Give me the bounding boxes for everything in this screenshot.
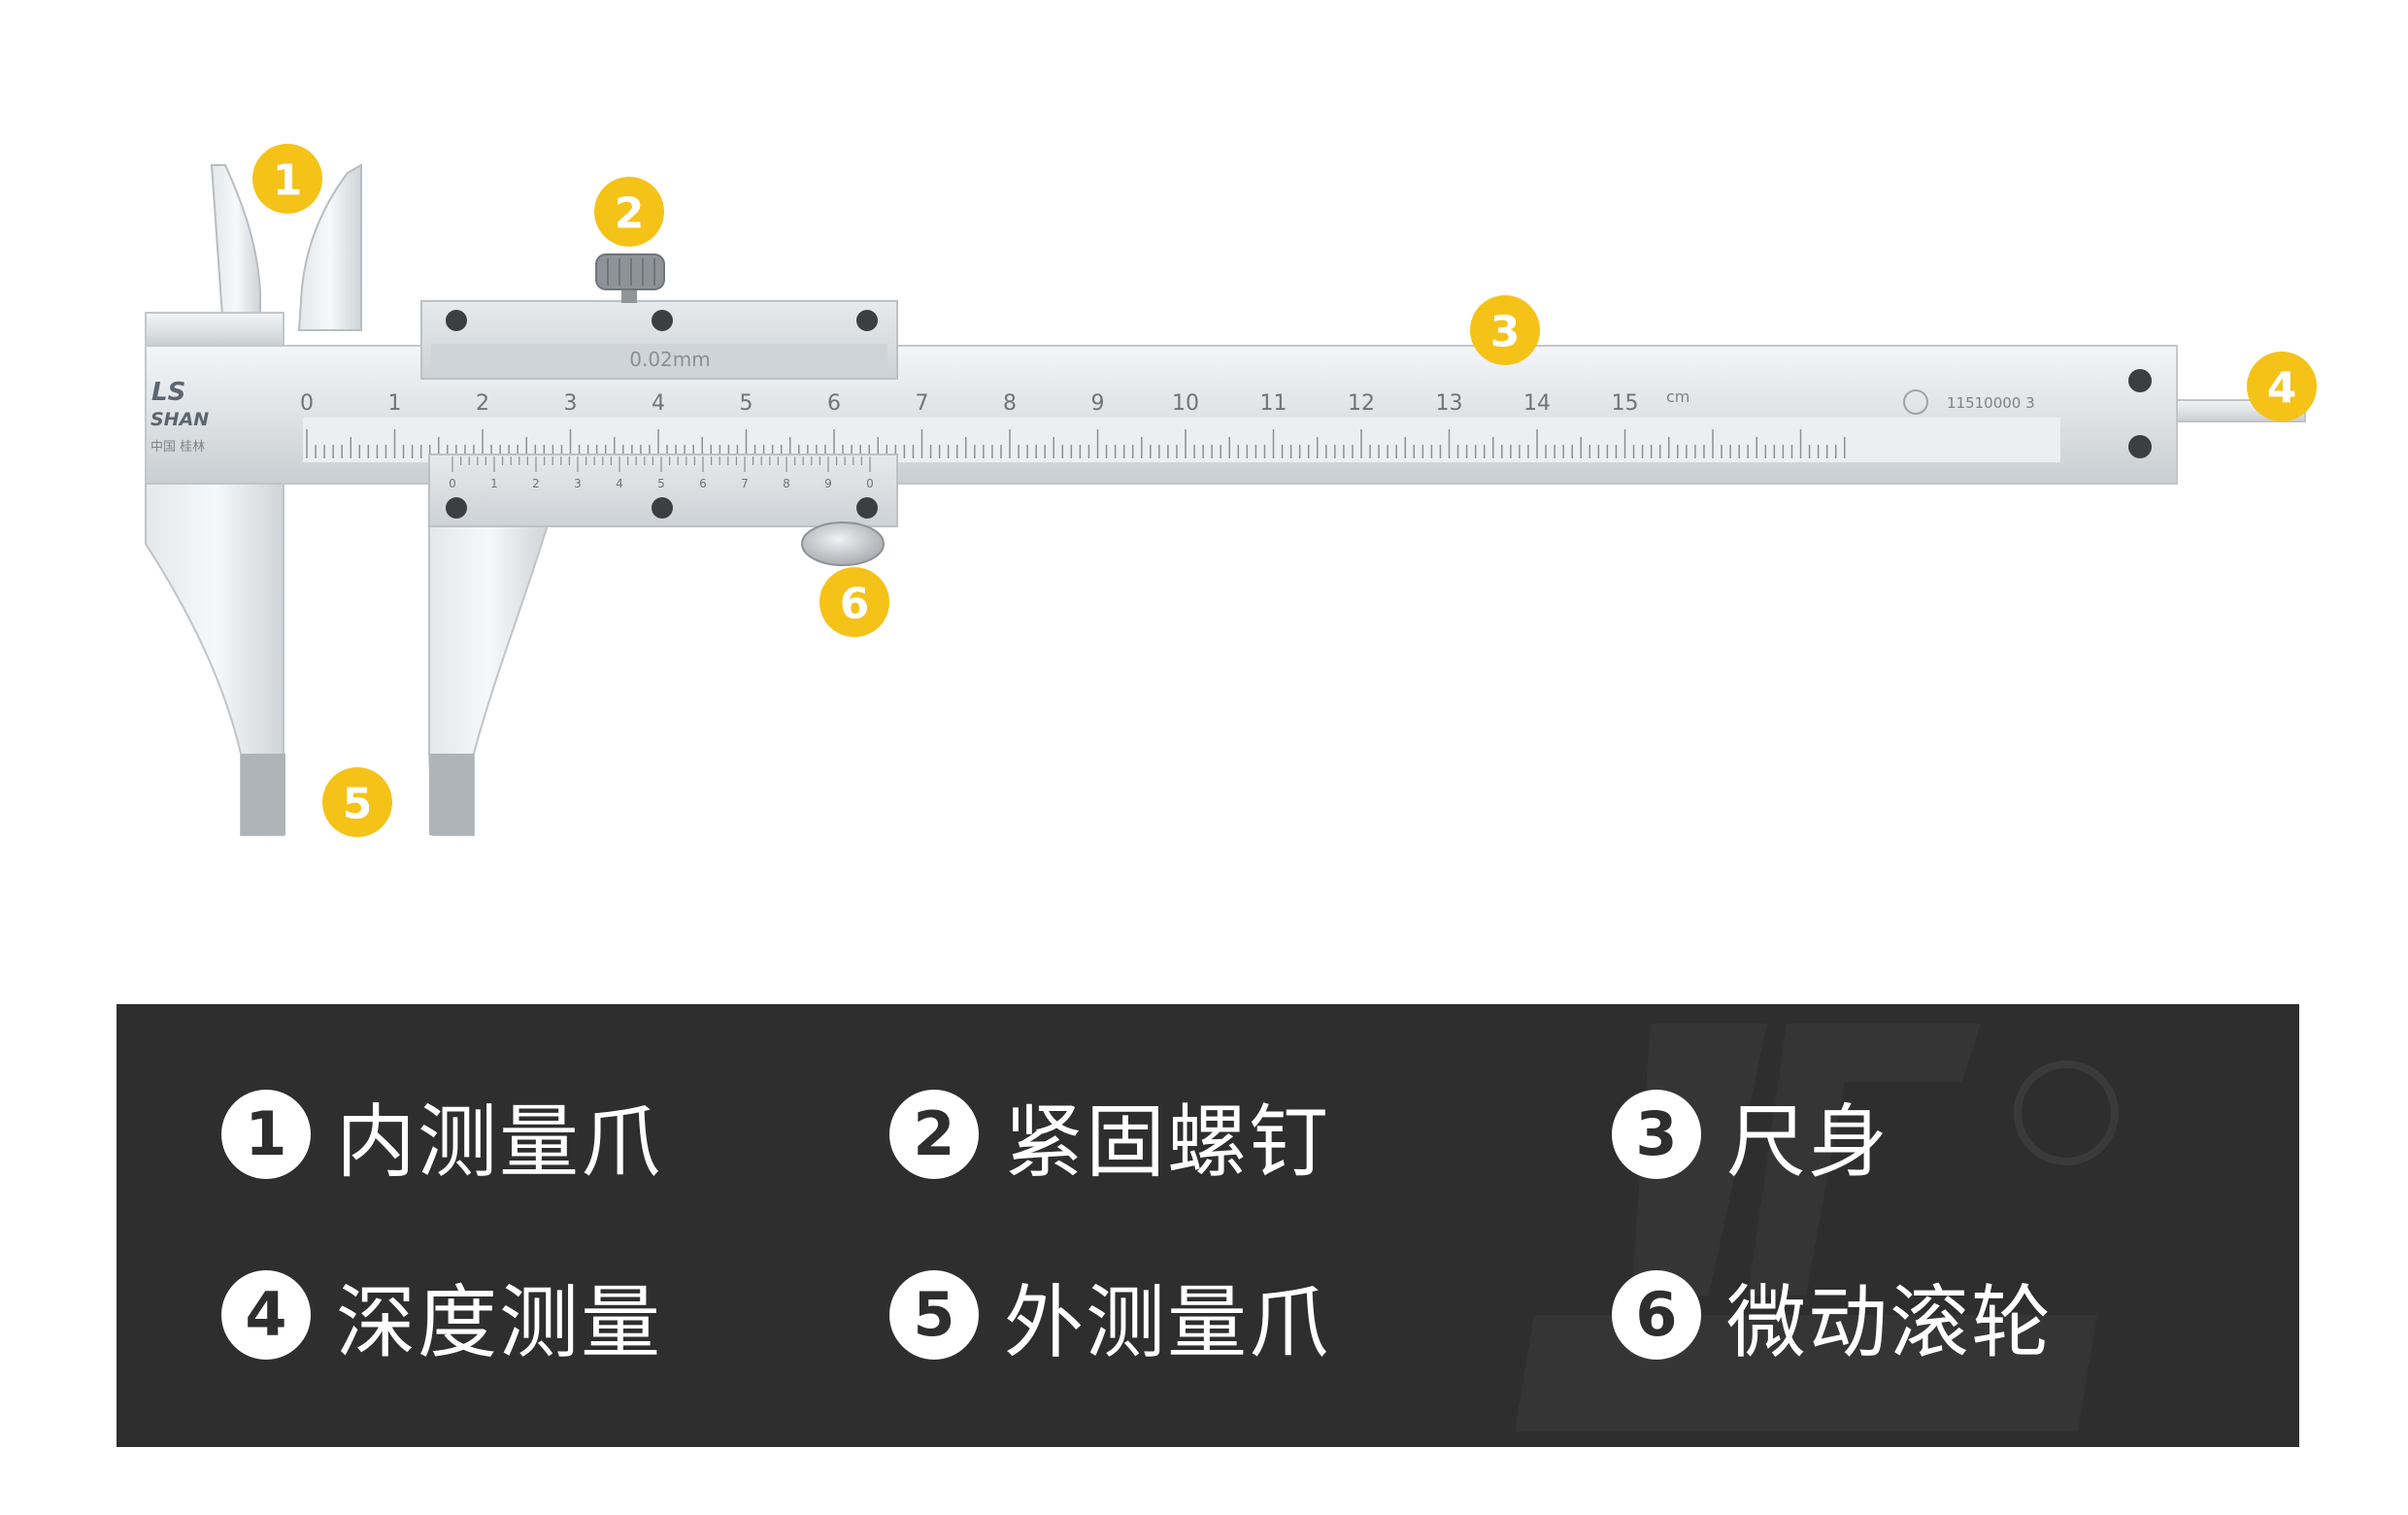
svg-text:6: 6 <box>840 580 870 629</box>
slider-resolution-label: 0.02mm <box>629 348 711 371</box>
rivet <box>856 497 878 519</box>
main-scale-number: 15 <box>1612 391 1639 416</box>
slider-window <box>431 344 887 373</box>
vernier-scale-number: 2 <box>532 477 540 490</box>
legend-item-3: 3 尺身 <box>1612 1086 1890 1189</box>
legend-item-2: 2 紧固螺钉 <box>889 1086 1330 1189</box>
main-scale-number: 1 <box>388 391 402 416</box>
rivet <box>2128 435 2152 458</box>
legend-item-5: 5 外测量爪 <box>889 1266 1330 1369</box>
vernier-scale-number: 8 <box>783 477 790 490</box>
legend-label: 内测量爪 <box>336 1095 663 1189</box>
vernier-scale-number: 5 <box>657 477 665 490</box>
legend-item-6: 6 微动滚轮 <box>1612 1266 2053 1369</box>
lock-screw <box>595 253 665 303</box>
vernier-scale-number: 7 <box>741 477 749 490</box>
callout-4: 4 <box>2247 352 2317 421</box>
vernier-scale-number: 4 <box>616 477 623 490</box>
brand-logo: LS SHAN 中国 桂林 <box>150 378 209 454</box>
main-scale-number: 6 <box>827 391 841 416</box>
main-scale-number: 9 <box>1091 391 1105 416</box>
callout-6: 6 <box>819 567 889 637</box>
main-scale-number: 10 <box>1172 391 1199 416</box>
certification-mark-icon <box>1903 389 1928 415</box>
legend-label: 深度测量 <box>336 1276 663 1369</box>
vernier-scale-number: 3 <box>574 477 582 490</box>
svg-text:4: 4 <box>2267 364 2297 414</box>
vernier-scale-number: 1 <box>490 477 498 490</box>
legend-label: 外测量爪 <box>1004 1276 1331 1369</box>
logo-mark: LS <box>151 378 185 407</box>
rivet <box>652 310 673 331</box>
svg-text:3: 3 <box>1490 308 1521 357</box>
legend-number: 2 <box>889 1090 979 1179</box>
inner-jaws <box>210 163 362 331</box>
wheel-body <box>801 522 885 566</box>
svg-text:1: 1 <box>273 156 303 206</box>
main-scale-number: 8 <box>1003 391 1017 416</box>
vernier-scale-number: 6 <box>699 477 707 490</box>
fine-adjust-wheel <box>801 522 885 566</box>
main-scale-number: 2 <box>476 391 489 416</box>
main-scale-number: 14 <box>1523 391 1551 416</box>
main-scale-number: 0 <box>300 391 314 416</box>
legend-number: 3 <box>1612 1090 1701 1179</box>
main-scale-number: 13 <box>1436 391 1463 416</box>
legend-item-1: 1 内测量爪 <box>221 1086 662 1189</box>
watermark-logo <box>1515 1024 2119 1431</box>
outer-jaw-fixed-tip <box>241 754 285 835</box>
legend-label: 微动滚轮 <box>1726 1276 2054 1369</box>
inner-jaw-fixed <box>210 164 261 331</box>
rivet <box>446 497 467 519</box>
rivet <box>652 497 673 519</box>
legend-label: 紧固螺钉 <box>1004 1095 1331 1189</box>
outer-jaws <box>145 483 552 836</box>
vernier-slider: 0.02mm 0 1 2 3 4 5 6 7 8 9 0 <box>420 300 898 527</box>
vernier-scale-number: 0 <box>866 477 874 490</box>
legend-number: 1 <box>221 1090 311 1179</box>
inner-jaw-sliding <box>297 163 362 331</box>
legend-label: 尺身 <box>1726 1095 1890 1189</box>
vernier-scale-ticks <box>452 456 871 472</box>
unit-label: cm <box>1666 387 1689 406</box>
main-scale-number: 5 <box>740 391 753 416</box>
legend-number: 6 <box>1612 1270 1701 1360</box>
rivet <box>2128 369 2152 392</box>
main-scale-number: 3 <box>564 391 578 416</box>
legend-number: 5 <box>889 1270 979 1360</box>
callout-1: 1 <box>252 144 322 214</box>
main-scale-number: 7 <box>916 391 929 416</box>
rivet <box>446 310 467 331</box>
legend-item-4: 4 深度测量 <box>221 1266 662 1369</box>
fixed-head <box>145 312 284 347</box>
legend-number: 4 <box>221 1270 311 1360</box>
main-scale-number: 11 <box>1260 391 1288 416</box>
svg-text:5: 5 <box>343 780 373 829</box>
callout-2: 2 <box>594 177 664 247</box>
legend-panel: 1 内测量爪 2 紧固螺钉 3 尺身 4 深度测量 5 外测量爪 6 微动滚轮 <box>117 1004 2299 1447</box>
vernier-scale-number: 9 <box>824 477 832 490</box>
vernier-scale-number: 0 <box>449 477 456 490</box>
outer-jaw-sliding-tip <box>429 754 474 835</box>
serial-number: 11510000 3 <box>1947 394 2035 412</box>
svg-text:2: 2 <box>615 189 645 239</box>
logo-brand: SHAN <box>150 409 209 430</box>
rivet <box>856 310 878 331</box>
vernier-scale-numbers: 0 1 2 3 4 5 6 7 8 9 0 <box>449 477 874 490</box>
main-scale-number: 4 <box>652 391 665 416</box>
logo-subtitle: 中国 桂林 <box>150 440 205 454</box>
main-scale-number: 12 <box>1348 391 1375 416</box>
callout-3: 3 <box>1470 295 1540 365</box>
callout-5: 5 <box>322 767 392 837</box>
